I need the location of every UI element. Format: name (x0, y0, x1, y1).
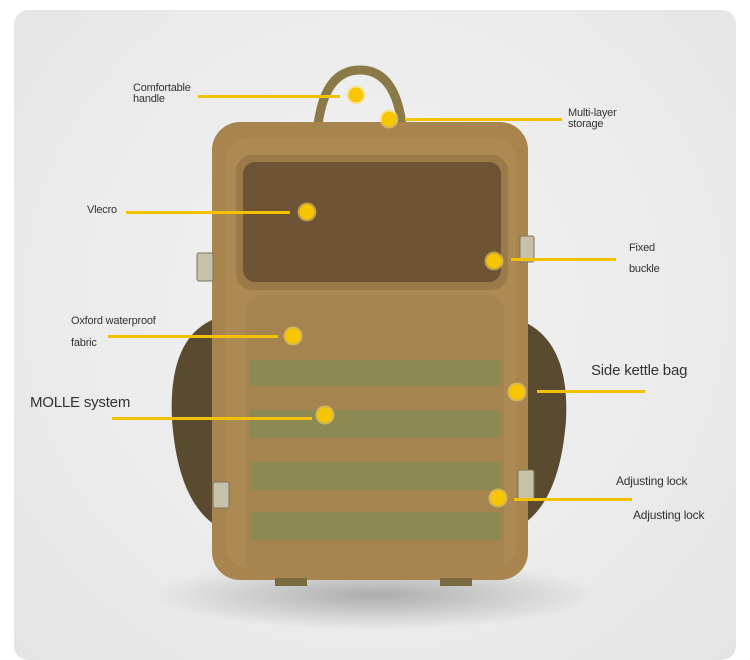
kettle-label: Side kettle bag (591, 362, 688, 379)
kettle-callout-dot (509, 384, 525, 400)
handle-label-line1: Comfortable (133, 82, 191, 94)
velcro-label: Vlecro (87, 204, 117, 216)
molle-callout-dot (317, 407, 333, 423)
fabric-callout-line (108, 335, 278, 338)
kettle-callout-line (537, 390, 645, 393)
fabric-label-line2: fabric (71, 337, 97, 349)
handle-callout-line (198, 95, 340, 98)
storage-label-line2: storage (568, 118, 604, 130)
handle-label: Comfortable handle (133, 83, 191, 105)
molle-label: MOLLE system (30, 394, 131, 411)
handle-callout-dot (348, 87, 364, 103)
molle-strips (250, 360, 500, 540)
buckle-callout-dot (486, 253, 502, 269)
buckle-label-line1: Fixed (629, 242, 655, 254)
fabric-callout-dot (285, 328, 301, 344)
molle-callout-line (112, 417, 312, 420)
handle-label-line2: handle (133, 93, 165, 105)
storage-callout-line (405, 118, 562, 121)
velcro-callout-dot (299, 204, 315, 220)
fabric-label-line1: Oxford waterproof (71, 315, 156, 327)
lock-label-line2: Adjusting lock (633, 508, 705, 522)
buckle-label-line2: buckle (629, 263, 660, 275)
buckle-callout-line (511, 258, 616, 261)
storage-label-line1: Multi-layer (568, 107, 617, 119)
velcro-callout-line (126, 211, 290, 214)
buckles (196, 235, 535, 509)
storage-label: Multi-layer storage (568, 108, 617, 130)
storage-callout-dot (381, 111, 397, 127)
lock-label-line1: Adjusting lock (616, 474, 688, 488)
velcro-patch (243, 162, 501, 282)
lock-callout-dot (490, 490, 506, 506)
lock-callout-line (514, 498, 632, 501)
